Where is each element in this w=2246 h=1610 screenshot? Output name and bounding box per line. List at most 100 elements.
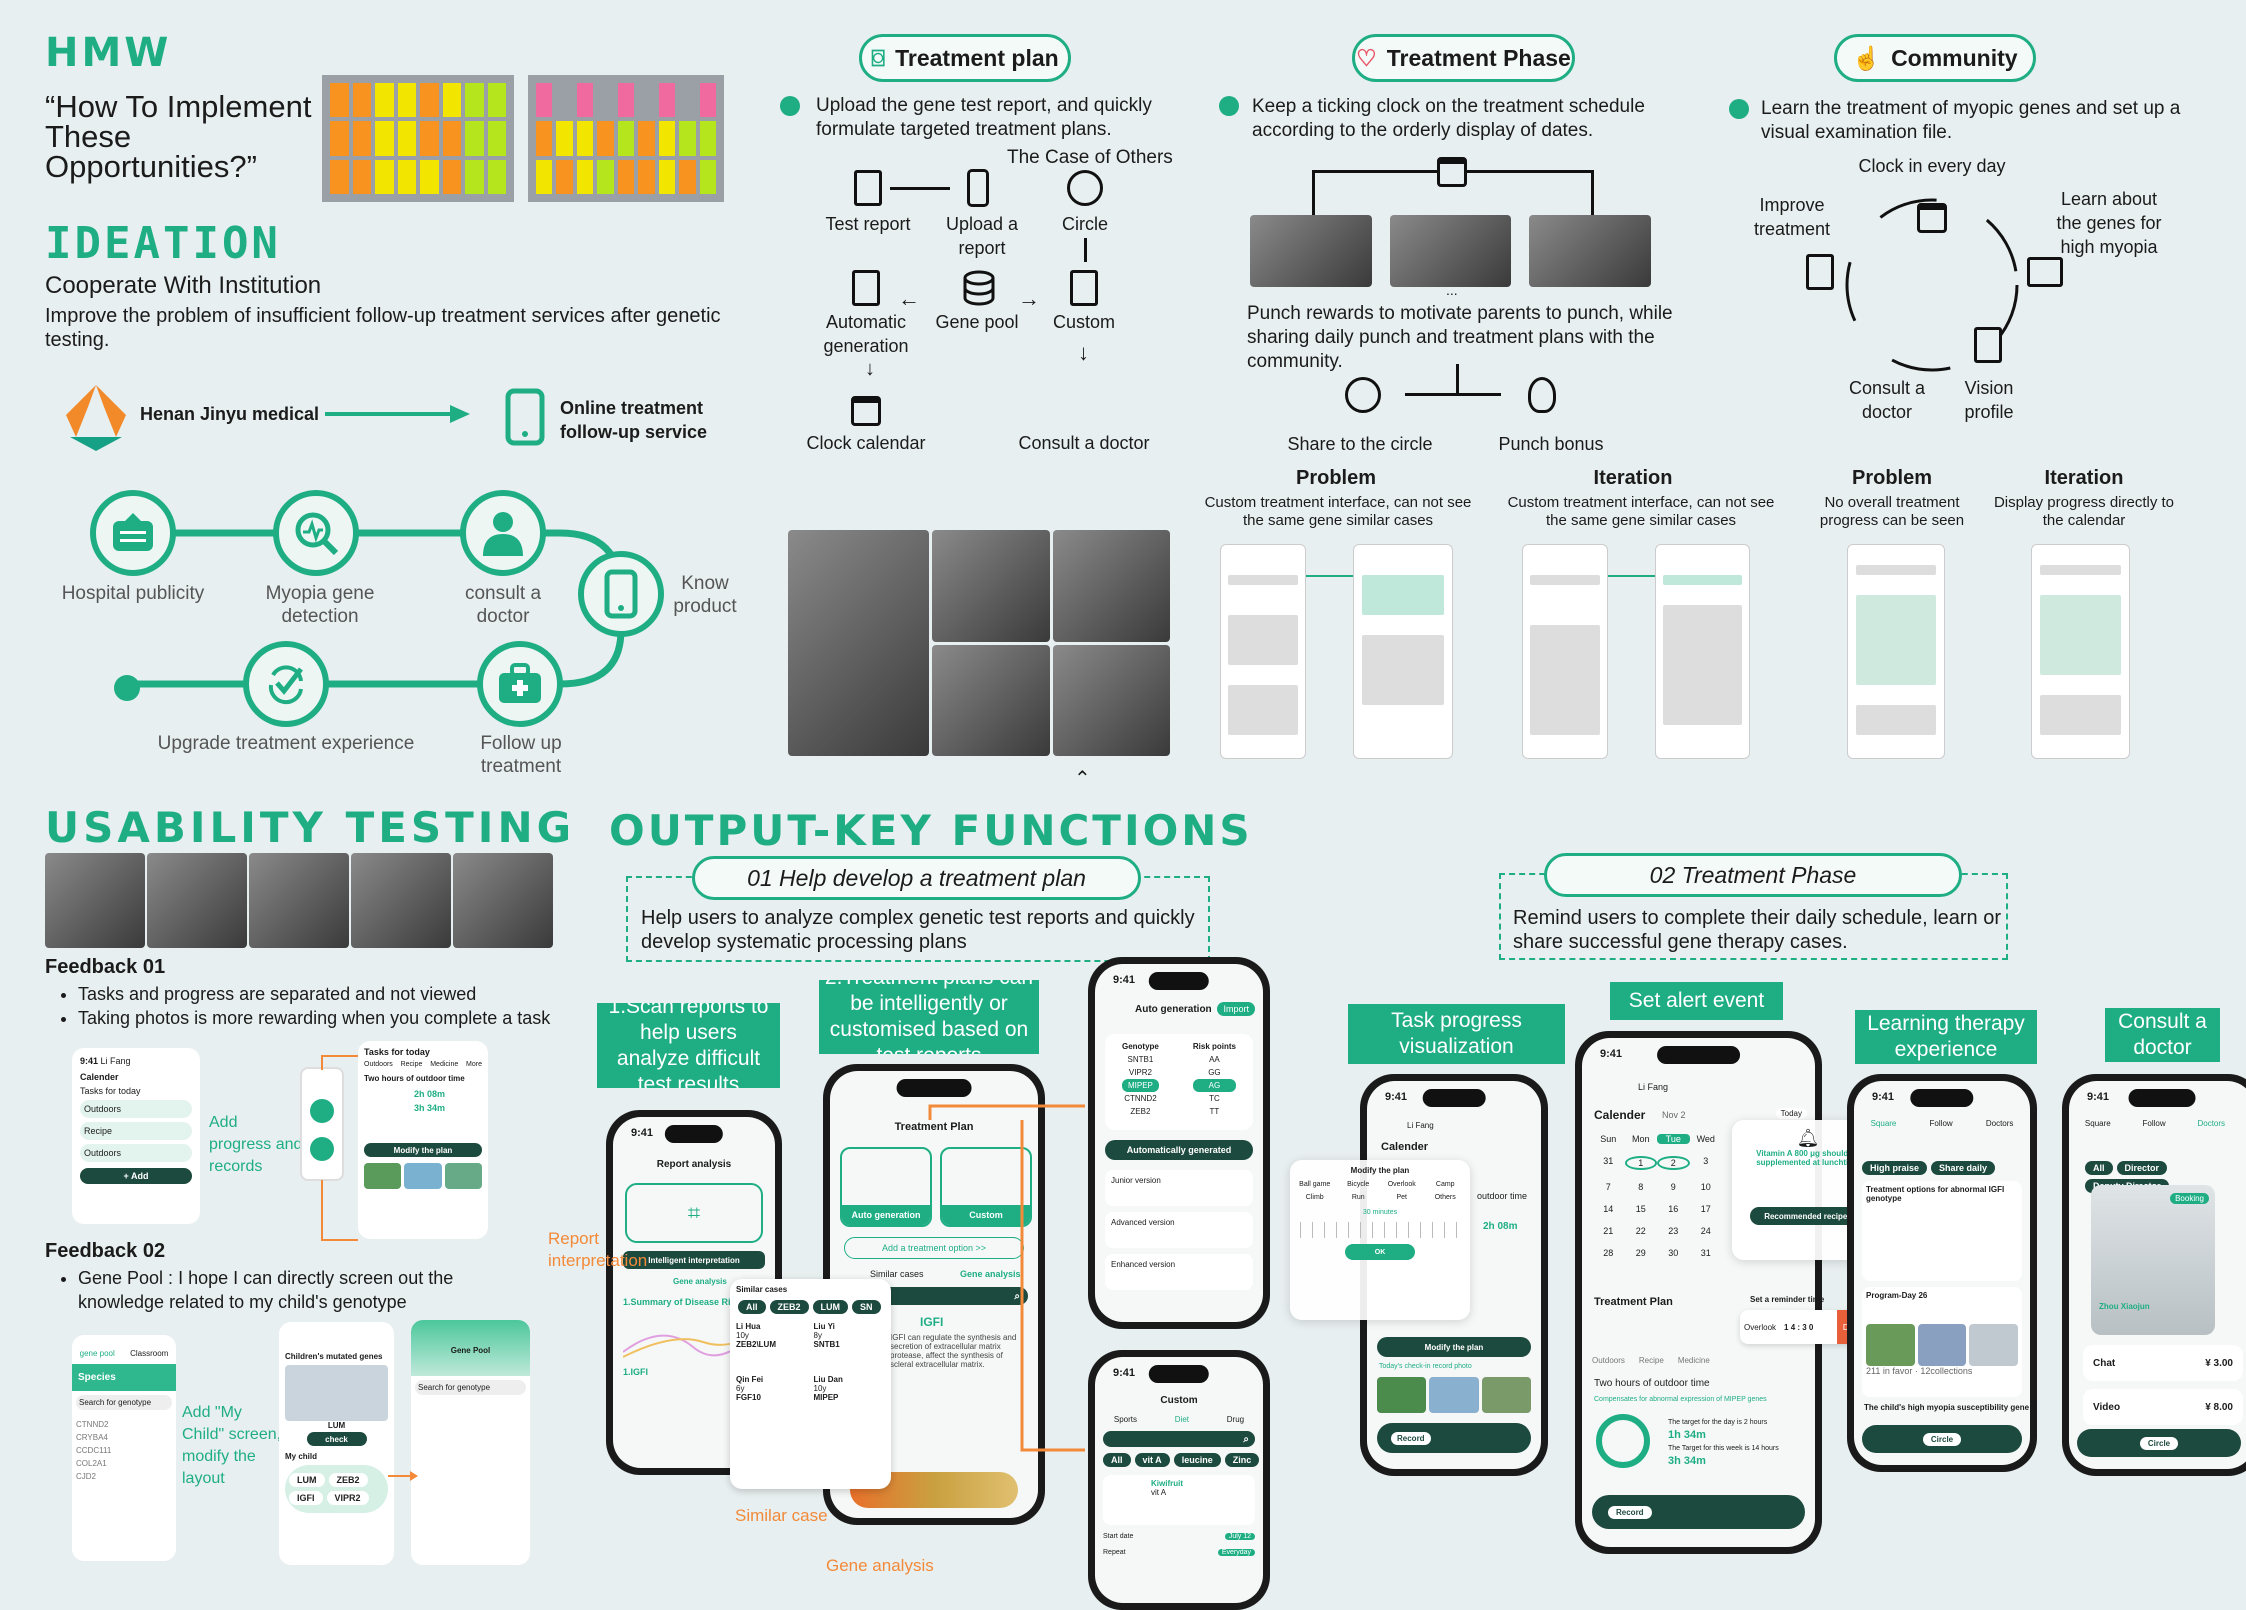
tab-doctors[interactable]: Doctors bbox=[1985, 1119, 2014, 1128]
gene-chip[interactable]: LUM bbox=[289, 1473, 325, 1487]
booking-badge[interactable]: Booking bbox=[2170, 1193, 2209, 1204]
time-picker[interactable]: 1 4 : 3 0 bbox=[1784, 1322, 1814, 1332]
tab-sports[interactable]: Sports bbox=[1113, 1415, 1137, 1424]
gene-analysis-tab[interactable]: Gene analysis bbox=[673, 1277, 727, 1286]
tab-gene-pool[interactable]: gene pool bbox=[79, 1349, 115, 1358]
add-task-button[interactable]: + Add bbox=[80, 1168, 192, 1184]
gene-item[interactable]: CCDC111 bbox=[76, 1446, 112, 1455]
search-input[interactable]: Search for genotype bbox=[415, 1380, 526, 1395]
nav-circle[interactable]: Circle bbox=[2139, 1436, 2179, 1450]
filter-chip[interactable]: All bbox=[2085, 1161, 2113, 1175]
activity-option[interactable]: Pet bbox=[1396, 1194, 1407, 1201]
repeat-value[interactable]: Everyday bbox=[1217, 1549, 1255, 1556]
gene-chip[interactable]: IGFI bbox=[289, 1491, 323, 1505]
version-card[interactable]: Junior version bbox=[1105, 1170, 1253, 1206]
treatment-plans-label: 2.Treatment plans can be intelligently o… bbox=[819, 980, 1039, 1054]
filter-chip[interactable]: leucine bbox=[1173, 1453, 1221, 1467]
activity-option[interactable]: Camp bbox=[1435, 1181, 1455, 1188]
activity-option[interactable]: Climb bbox=[1305, 1194, 1324, 1201]
check-button[interactable]: check bbox=[306, 1432, 367, 1446]
activity-option[interactable]: Overlook bbox=[1387, 1181, 1416, 1188]
task-row[interactable]: Recipe bbox=[80, 1122, 192, 1140]
activity-option[interactable]: Others bbox=[1434, 1194, 1456, 1201]
tab-diet[interactable]: Diet bbox=[1174, 1415, 1189, 1424]
gene-chip[interactable]: ZEB2 bbox=[328, 1473, 368, 1487]
filter-chip[interactable]: Share daily bbox=[1931, 1161, 1996, 1175]
nav-record[interactable]: Record bbox=[1608, 1505, 1652, 1519]
modify-plan-button[interactable]: Modify the plan bbox=[364, 1143, 482, 1157]
filter-chip[interactable]: All bbox=[738, 1300, 766, 1314]
chat-option[interactable]: Chat¥ 3.00 bbox=[2083, 1345, 2243, 1381]
activity-option[interactable]: Run bbox=[1351, 1194, 1365, 1201]
ok-button[interactable]: OK bbox=[1345, 1244, 1415, 1260]
activity-option[interactable]: Ball game bbox=[1299, 1181, 1331, 1188]
gene-item[interactable]: COL2A1 bbox=[76, 1459, 107, 1468]
tab-classroom[interactable]: Classroom bbox=[130, 1349, 169, 1358]
category-more[interactable]: More bbox=[466, 1061, 482, 1068]
search-bar[interactable]: ⌕ bbox=[1103, 1431, 1255, 1447]
nav-circle[interactable]: Circle bbox=[1922, 1432, 1962, 1446]
category-outdoors[interactable]: Outdoors bbox=[364, 1061, 393, 1068]
intelligent-interpretation-button[interactable]: Intelligent interpretation bbox=[623, 1251, 765, 1269]
auto-generated-button[interactable]: Automatically generated bbox=[1105, 1140, 1253, 1160]
filter-chip[interactable]: LUM bbox=[812, 1300, 849, 1314]
custom-card[interactable]: Custom bbox=[940, 1147, 1032, 1227]
status-time: 9:41 bbox=[1385, 1091, 1408, 1103]
tab-follow[interactable]: Follow bbox=[2142, 1119, 2166, 1128]
clock-label: Clock in every day bbox=[1858, 156, 2006, 176]
activity-option[interactable]: Bicycle bbox=[1347, 1181, 1370, 1188]
filter-chip[interactable]: All bbox=[1103, 1453, 1131, 1467]
category-medicine[interactable]: Medicine bbox=[1677, 1356, 1710, 1365]
import-button[interactable]: Import bbox=[1217, 1002, 1255, 1016]
chevron-up-icon[interactable]: ⌃ bbox=[1074, 768, 1091, 790]
category-recipe[interactable]: Recipe bbox=[1638, 1356, 1664, 1365]
tab-doctors[interactable]: Doctors bbox=[2197, 1119, 2226, 1128]
screen-title: Auto generation bbox=[1135, 1004, 1212, 1015]
filter-chip[interactable]: vit A bbox=[1134, 1453, 1170, 1467]
gene-item[interactable]: CRYBA4 bbox=[76, 1433, 108, 1442]
recommended-recipes-button[interactable]: Recommended recipes bbox=[1750, 1207, 1866, 1225]
category-recipe[interactable]: Recipe bbox=[400, 1061, 423, 1068]
gene-item[interactable]: CJD2 bbox=[76, 1472, 97, 1481]
start-date-value[interactable]: July 12 bbox=[1224, 1533, 1255, 1540]
duration-slider[interactable] bbox=[1300, 1222, 1460, 1238]
gene-item[interactable]: CTNND2 bbox=[76, 1420, 109, 1429]
filter-chip[interactable]: ZEB2 bbox=[769, 1300, 809, 1314]
task-row[interactable]: Outdoors bbox=[80, 1100, 192, 1118]
search-input[interactable]: Search for genotype bbox=[76, 1395, 172, 1410]
tab-square[interactable]: Square bbox=[1870, 1119, 1897, 1128]
tab-square[interactable]: Square bbox=[2084, 1119, 2111, 1128]
nav-record[interactable]: Record bbox=[1391, 1431, 1431, 1445]
filter-chip[interactable]: Zinc bbox=[1224, 1453, 1260, 1467]
modify-plan-button[interactable]: Modify the plan bbox=[1377, 1337, 1531, 1357]
tab-drug[interactable]: Drug bbox=[1226, 1415, 1245, 1424]
filter-chip[interactable]: High praise bbox=[1862, 1161, 1928, 1175]
calendar-check-icon bbox=[1437, 157, 1467, 187]
gene-chip[interactable]: VIPR2 bbox=[326, 1491, 369, 1505]
weekly-progress: 3h 34m bbox=[414, 1103, 446, 1113]
task-row[interactable]: Outdoors bbox=[80, 1144, 192, 1162]
version-card[interactable]: Advanced version bbox=[1105, 1212, 1253, 1248]
scan-camera-button[interactable]: ⌗ bbox=[625, 1183, 763, 1243]
filter-chip[interactable]: Director bbox=[2116, 1161, 2168, 1175]
category-outdoors[interactable]: Outdoors bbox=[1592, 1356, 1625, 1365]
filter-chip[interactable]: SN bbox=[852, 1300, 881, 1314]
video-option[interactable]: Video¥ 8.00 bbox=[2083, 1389, 2243, 1425]
month-selector[interactable]: Nov 2 bbox=[1662, 1110, 1686, 1120]
version-card[interactable]: Enhanced version bbox=[1105, 1254, 1253, 1290]
tab-follow[interactable]: Follow bbox=[1929, 1119, 1953, 1128]
category-medicine[interactable]: Medicine bbox=[430, 1061, 459, 1068]
problem-text: Custom treatment interface, can not see … bbox=[1204, 494, 1472, 529]
gene-analysis-tab[interactable]: Gene analysis bbox=[960, 1269, 1021, 1279]
today-button[interactable]: Today bbox=[1775, 1108, 1807, 1119]
auto-generation-card[interactable]: Auto generation bbox=[840, 1147, 932, 1227]
similar-cases-tab[interactable]: Similar cases bbox=[870, 1269, 924, 1279]
post-card[interactable]: Treatment options for abnormal IGFI geno… bbox=[1862, 1181, 2022, 1281]
